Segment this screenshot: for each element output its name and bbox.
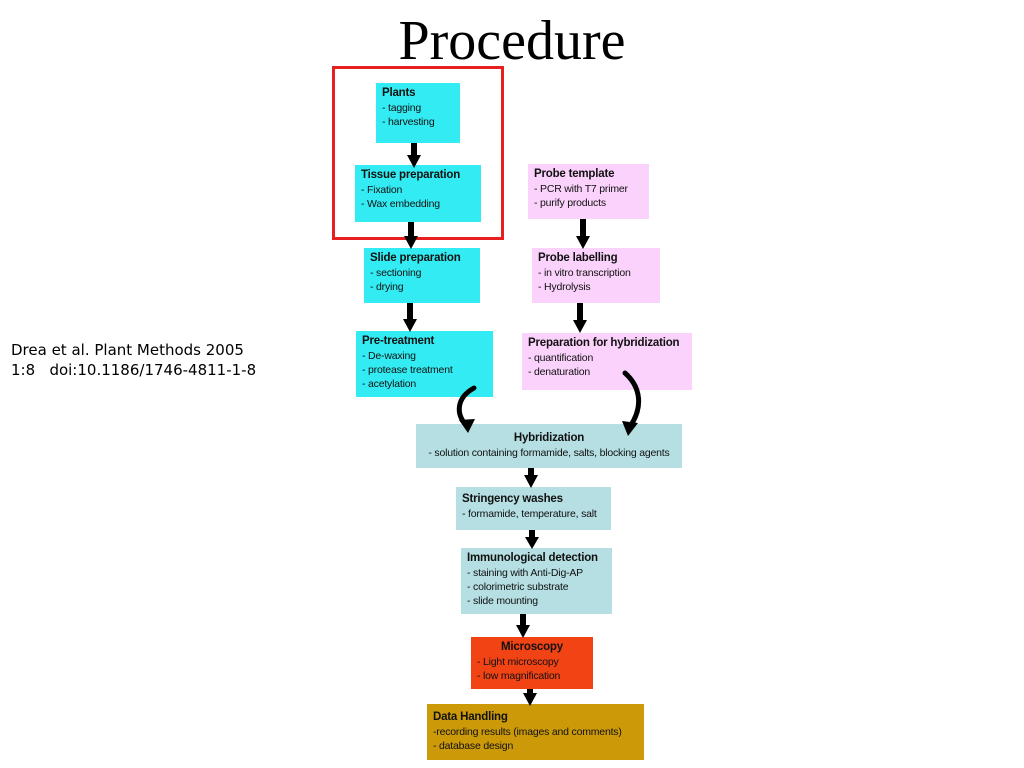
data-handling-line: -recording results (images and comments) [433,726,622,738]
preparation-for-hybridization-heading: Preparation for hybridization [528,337,680,349]
microscopy-line: - Light microscopy [477,656,559,668]
microscopy-heading: Microscopy [501,641,563,653]
plants-line: - harvesting [382,116,435,128]
plants-heading: Plants [382,87,416,99]
slide-preparation-box: Slide preparation - sectioning - drying [364,248,480,303]
tissue-preparation-line: - Wax embedding [361,198,440,210]
slide-preparation-line: - sectioning [370,267,422,279]
curved-arrow-left-icon [456,385,477,433]
highlight-frame [332,66,504,240]
pre-treatment-line: - protease treatment [362,364,453,376]
hybridization-line: - solution containing formamide, salts, … [428,447,670,459]
stringency-washes-box: Stringency washes - formamide, temperatu… [456,487,611,530]
hybridization-heading: Hybridization [513,432,585,444]
microscopy-line: - low magnification [477,670,561,682]
probe-template-line: - PCR with T7 primer [534,183,628,195]
probe-template-line: - purify products [534,197,606,209]
immunological-detection-line: - slide mounting [467,595,538,607]
arrow-down-icon [525,530,539,549]
citation-line-1: Drea et al. Plant Methods 2005 [11,341,244,359]
immunological-detection-box: Immunological detection - staining with … [461,548,612,614]
page-title: Procedure [398,10,626,72]
tissue-preparation-heading: Tissue preparation [361,169,461,181]
tissue-preparation-box: Tissue preparation - Fixation - Wax embe… [355,165,481,222]
immunological-detection-heading: Immunological detection [467,552,598,564]
probe-template-box: Probe template - PCR with T7 primer - pu… [528,164,649,219]
pre-treatment-heading: Pre-treatment [362,335,435,347]
microscopy-box: Microscopy - Light microscopy - low magn… [471,637,593,689]
pre-treatment-line: - acetylation [362,378,417,390]
plants-box: Plants - tagging - harvesting [376,83,460,143]
probe-labelling-line: - in vitro transcription [538,267,631,279]
citation-line-2: 1:8 doi:10.1186/1746-4811-1-8 [11,361,257,379]
tissue-preparation-line: - Fixation [361,184,403,196]
data-handling-box: Data Handling -recording results (images… [427,704,644,760]
arrow-down-icon [524,468,538,488]
preparation-for-hybridization-box: Preparation for hybridization - quantifi… [522,333,692,390]
plants-line: - tagging [382,102,422,114]
stringency-washes-heading: Stringency washes [462,493,563,505]
citation: Drea et al. Plant Methods 2005 1:8 doi:1… [11,340,256,380]
data-handling-line: - database design [433,740,514,752]
probe-labelling-box: Probe labelling - in vitro transcription… [532,248,660,303]
preparation-for-hybridization-line: - denaturation [528,366,590,378]
arrow-down-icon [407,143,421,168]
arrow-down-icon [523,689,537,706]
probe-labelling-line: - Hydrolysis [538,281,591,293]
arrow-down-icon [404,222,418,249]
probe-template-heading: Probe template [534,168,615,180]
preparation-for-hybridization-line: - quantification [528,352,594,364]
data-handling-heading: Data Handling [433,711,508,723]
curved-arrow-right-icon [622,370,641,436]
immunological-detection-line: - staining with Anti-Dig-AP [467,567,583,579]
arrow-down-icon [576,219,590,249]
immunological-detection-line: - colorimetric substrate [467,581,569,593]
arrow-down-icon [516,614,530,638]
arrow-down-icon [573,303,587,333]
hybridization-box: Hybridization - solution containing form… [416,424,682,468]
pre-treatment-box: Pre-treatment - De-waxing - protease tre… [356,331,493,397]
arrow-down-icon [403,303,417,332]
slide-preparation-line: - drying [370,281,404,293]
probe-labelling-heading: Probe labelling [538,252,618,264]
stringency-washes-line: - formamide, temperature, salt [462,508,597,520]
pre-treatment-line: - De-waxing [362,350,416,362]
slide-preparation-heading: Slide preparation [370,252,461,264]
